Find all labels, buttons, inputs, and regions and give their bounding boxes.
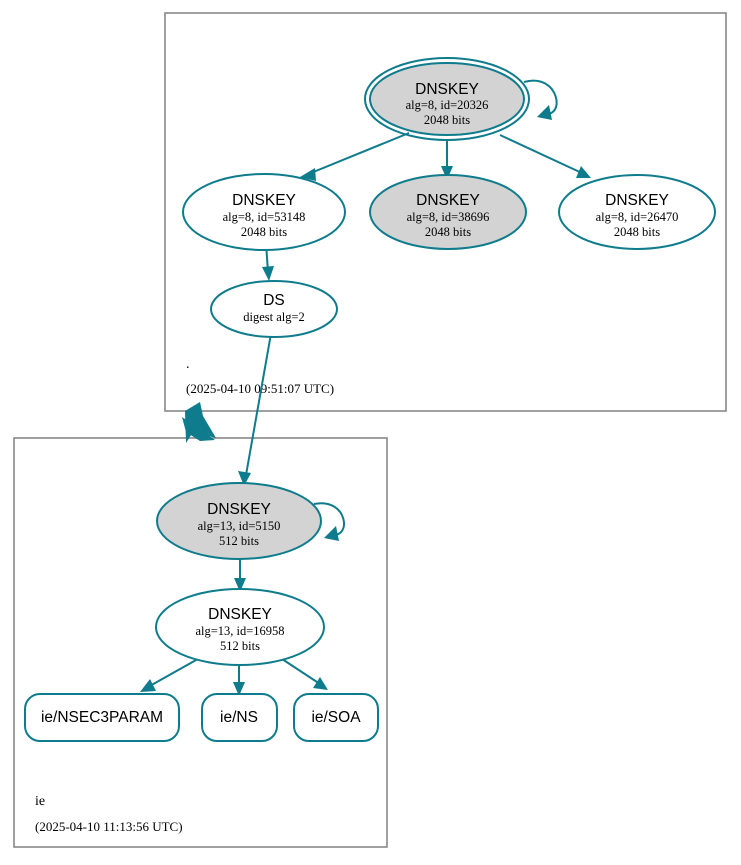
node-body <box>24 693 180 742</box>
node-dnskey-root-26470[interactable]: DNSKEY alg=8, id=26470 2048 bits <box>558 174 716 250</box>
node-dnskey-ie-zsk-16958[interactable]: DNSKEY alg=13, id=16958 512 bits <box>155 588 325 666</box>
node-line2: alg=8, id=53148 <box>223 210 306 224</box>
node-dnskey-root-53148[interactable]: DNSKEY alg=8, id=53148 2048 bits <box>182 173 346 251</box>
node-rrset-ie-soa[interactable]: ie/SOA <box>293 693 379 742</box>
node-body <box>369 174 527 250</box>
node-line3: 2048 bits <box>241 225 287 239</box>
node-dnskey-ie-ksk-5150[interactable]: DNSKEY alg=13, id=5150 512 bits <box>156 482 322 560</box>
node-line2: digest alg=2 <box>243 310 305 324</box>
rrset-label: ie/NS <box>220 709 258 726</box>
edge-root-ksk-self-signature <box>523 79 558 120</box>
zone-label-root: . <box>186 357 190 372</box>
node-title: DNSKEY <box>207 501 271 518</box>
node-line2: alg=8, id=38696 <box>407 210 490 224</box>
node-body <box>156 482 322 560</box>
node-line3: 512 bits <box>219 534 259 548</box>
rrset-label: ie/NSEC3PARAM <box>41 709 163 726</box>
delegation-arrow-root-to-ie <box>182 402 216 443</box>
edge-ds-to-ie-ksk <box>238 327 273 486</box>
zone-timestamp-ie: (2025-04-10 11:13:56 UTC) <box>35 819 183 834</box>
node-body <box>293 693 379 742</box>
node-ds-ie[interactable]: DS digest alg=2 <box>210 280 338 338</box>
node-body <box>369 62 525 136</box>
node-rrset-ie-ns[interactable]: ie/NS <box>201 693 278 742</box>
node-line2: alg=13, id=5150 <box>198 519 281 533</box>
node-title: DNSKEY <box>232 192 296 209</box>
node-line3: 512 bits <box>220 639 260 653</box>
edge-root-ksk-to-zsk-38696 <box>441 139 453 180</box>
trust-anchor-outer-ring <box>364 57 530 141</box>
node-rrset-ie-nsec3param[interactable]: ie/NSEC3PARAM <box>24 693 180 742</box>
node-line3: 2048 bits <box>424 113 470 127</box>
node-body <box>182 173 346 251</box>
node-body <box>155 588 325 666</box>
node-title: DNSKEY <box>416 192 480 209</box>
edge-root-ksk-to-zsk-53148 <box>300 132 410 181</box>
edges-layer <box>140 79 591 696</box>
node-dnskey-root-38696[interactable]: DNSKEY alg=8, id=38696 2048 bits <box>369 174 527 250</box>
node-body <box>210 280 338 338</box>
node-title: DNSKEY <box>605 192 669 209</box>
node-line2: alg=13, id=16958 <box>195 624 284 638</box>
node-line2: alg=8, id=20326 <box>406 98 489 112</box>
node-title: DS <box>263 292 285 309</box>
edge-ie-ksk-self-signature <box>313 502 345 541</box>
node-line3: 2048 bits <box>425 225 471 239</box>
node-dnskey-root-ksk-20326[interactable]: DNSKEY alg=8, id=20326 2048 bits <box>364 57 530 141</box>
node-body <box>201 693 278 742</box>
node-line2: alg=8, id=26470 <box>596 210 679 224</box>
node-title: DNSKEY <box>208 606 272 623</box>
node-line3: 2048 bits <box>614 225 660 239</box>
edge-root-ksk-to-zsk-26470 <box>499 134 591 178</box>
node-title: DNSKEY <box>415 81 479 98</box>
zone-label-ie: ie <box>35 794 45 809</box>
zone-timestamp-root: (2025-04-10 09:51:07 UTC) <box>186 381 334 396</box>
rrset-label: ie/SOA <box>311 709 361 726</box>
node-body <box>558 174 716 250</box>
